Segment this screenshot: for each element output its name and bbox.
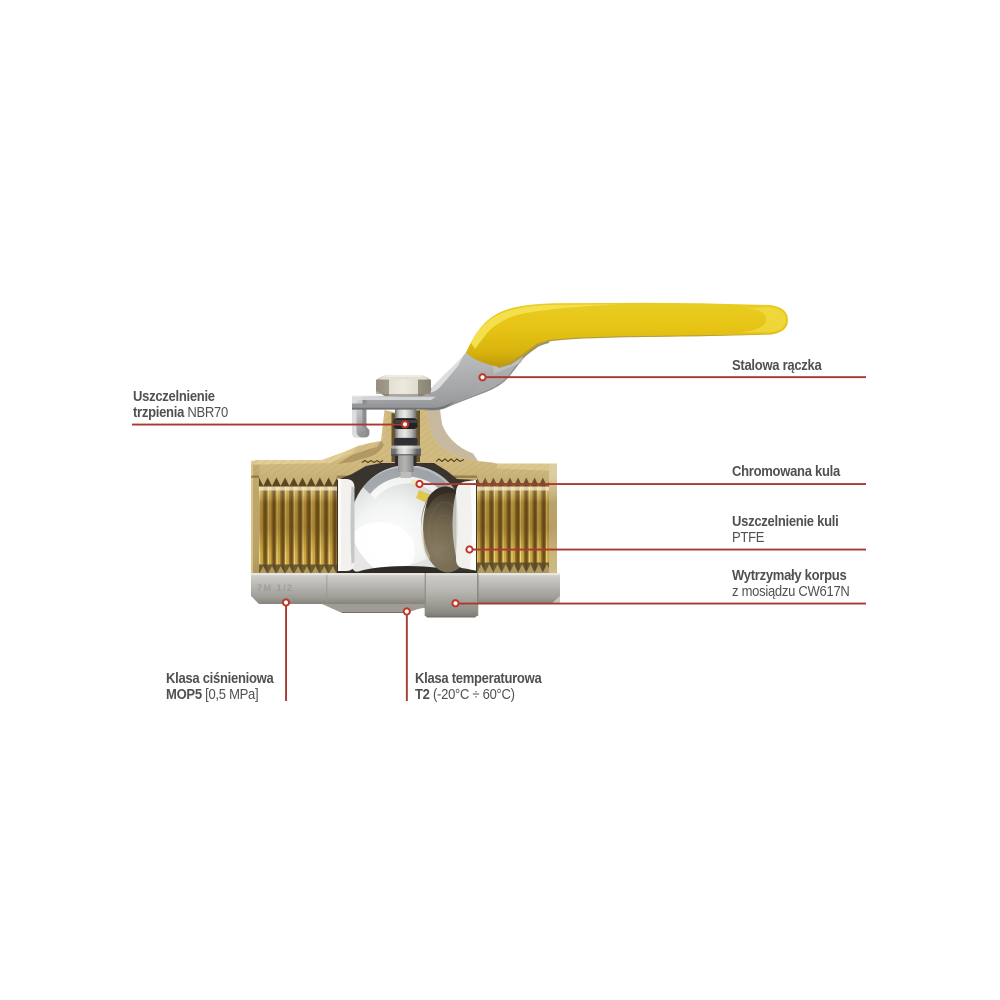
svg-text:7M 1/2: 7M 1/2 xyxy=(257,583,294,593)
